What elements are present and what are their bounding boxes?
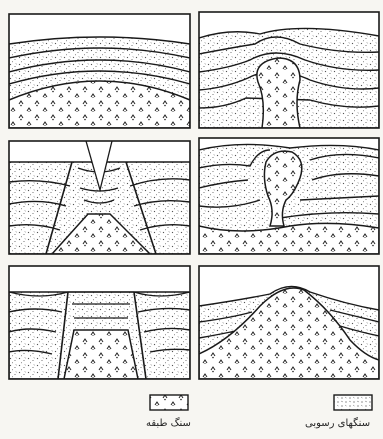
panel-broad-dome (199, 266, 379, 379)
panel-mushroom-diapir (199, 138, 379, 254)
panel-graben-uplift (9, 266, 190, 379)
panel-faulted-horst (9, 141, 190, 254)
legend-label-sedimentary: سنگهای رسوبی (305, 418, 370, 429)
panel-gentle-arch (9, 14, 190, 128)
panel-narrow-diapir (199, 12, 379, 128)
legend-swatch-sedimentary (334, 395, 372, 410)
legend-swatch-igneous (150, 395, 188, 410)
legend-label-igneous: سنگ طبقه (146, 418, 191, 429)
